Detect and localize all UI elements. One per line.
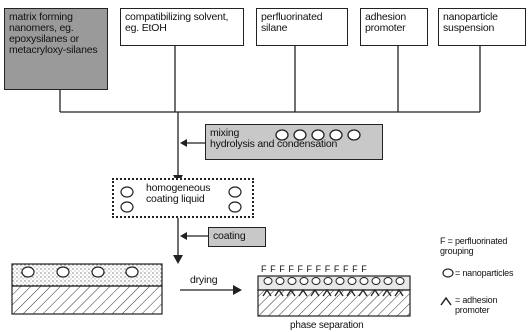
f-letter: F <box>316 264 325 274</box>
arrow-head-down <box>173 255 183 264</box>
nanoparticle-legend-icon <box>443 269 453 277</box>
legend-nanoparticles: = nanoparticles <box>455 269 530 279</box>
arrow-head-right <box>233 285 242 295</box>
matrix-label: matrix forming nanomers, eg. epoxysilane… <box>9 11 97 56</box>
f-letter: F <box>307 264 316 274</box>
adhesion-legend-icon <box>441 298 451 305</box>
liquid-nanoparticles-icon <box>114 180 254 220</box>
legend-f: F = perfluorinated grouping <box>440 237 530 256</box>
perfluorinated-groups: FFFFFFFFFFFF <box>261 264 411 274</box>
coating-box: coating <box>208 227 266 247</box>
f-letter: F <box>361 264 370 274</box>
mixing-nanoparticles-icon <box>274 127 374 143</box>
f-letter: F <box>325 264 334 274</box>
f-letter: F <box>352 264 361 274</box>
legend-adhesion: = adhesion promoter <box>455 296 515 315</box>
adhesion-box: adhesion promoter <box>360 8 428 46</box>
nanoparticle-box: nanoparticle suspension <box>438 8 526 46</box>
nanoparticle-label: nanoparticle suspension <box>443 11 498 34</box>
coating-label: coating <box>213 230 245 242</box>
drying-label: drying <box>190 275 217 286</box>
silane-box: perfluorinated silane <box>256 8 348 46</box>
f-letter: F <box>261 264 270 274</box>
silane-label: perfluorinated silane <box>261 11 322 34</box>
arrow-head-left <box>180 139 187 147</box>
f-letter: F <box>334 264 343 274</box>
adhesion-label: adhesion promoter <box>365 11 406 34</box>
f-letter: F <box>279 264 288 274</box>
solvent-box: compatibilizing solvent, eg. EtOH <box>120 8 244 46</box>
solvent-label: compatibilizing solvent, eg. EtOH <box>125 11 228 34</box>
f-letter: F <box>270 264 279 274</box>
mixing-box: mixing hydrolysis and condensation <box>205 124 383 160</box>
f-letter: F <box>297 264 306 274</box>
coating-liquid-box: homogeneous coating liquid <box>112 178 254 218</box>
arrow-head-left <box>180 232 187 240</box>
phase-separation-label: phase separation <box>290 320 364 331</box>
f-letter: F <box>343 264 352 274</box>
matrix-box: matrix forming nanomers, eg. epoxysilane… <box>4 8 108 90</box>
